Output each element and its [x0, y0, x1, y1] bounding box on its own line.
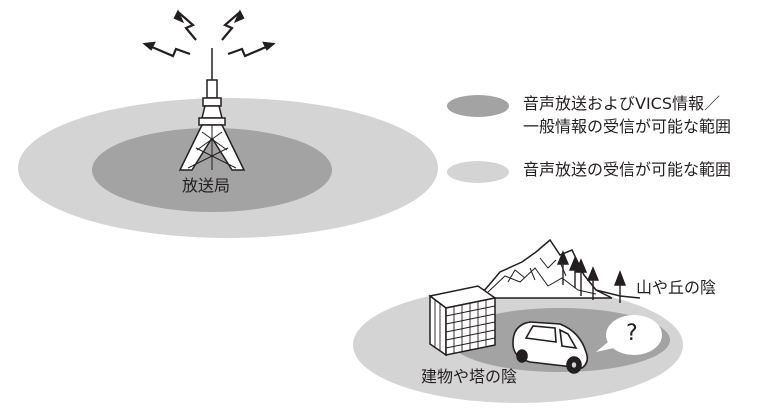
- legend-swatch-light: [447, 161, 509, 183]
- legend-swatch-dark: [447, 95, 509, 117]
- tower-label: 放送局: [182, 176, 231, 195]
- radio-wave-icon: [142, 9, 276, 58]
- legend-dark-line-2: 一般情報の受信が可能な範囲: [523, 117, 732, 136]
- building-icon: [428, 285, 497, 357]
- car-icon: [512, 321, 589, 374]
- broadcast-tower-icon: [178, 48, 246, 171]
- mountain-icon: [476, 238, 641, 299]
- speech-bubble-question: ?: [626, 321, 638, 346]
- building-shadow-label: 建物や塔の陰: [421, 367, 518, 386]
- speech-bubble-icon: [596, 315, 662, 355]
- mountain-shadow-label: 山や丘の陰: [636, 278, 717, 297]
- tree-icon: [556, 250, 627, 303]
- legend-light-line-1: 音声放送の受信が可能な範囲: [523, 160, 732, 179]
- legend-dark-line-1: 音声放送およびVICS情報／: [523, 94, 720, 113]
